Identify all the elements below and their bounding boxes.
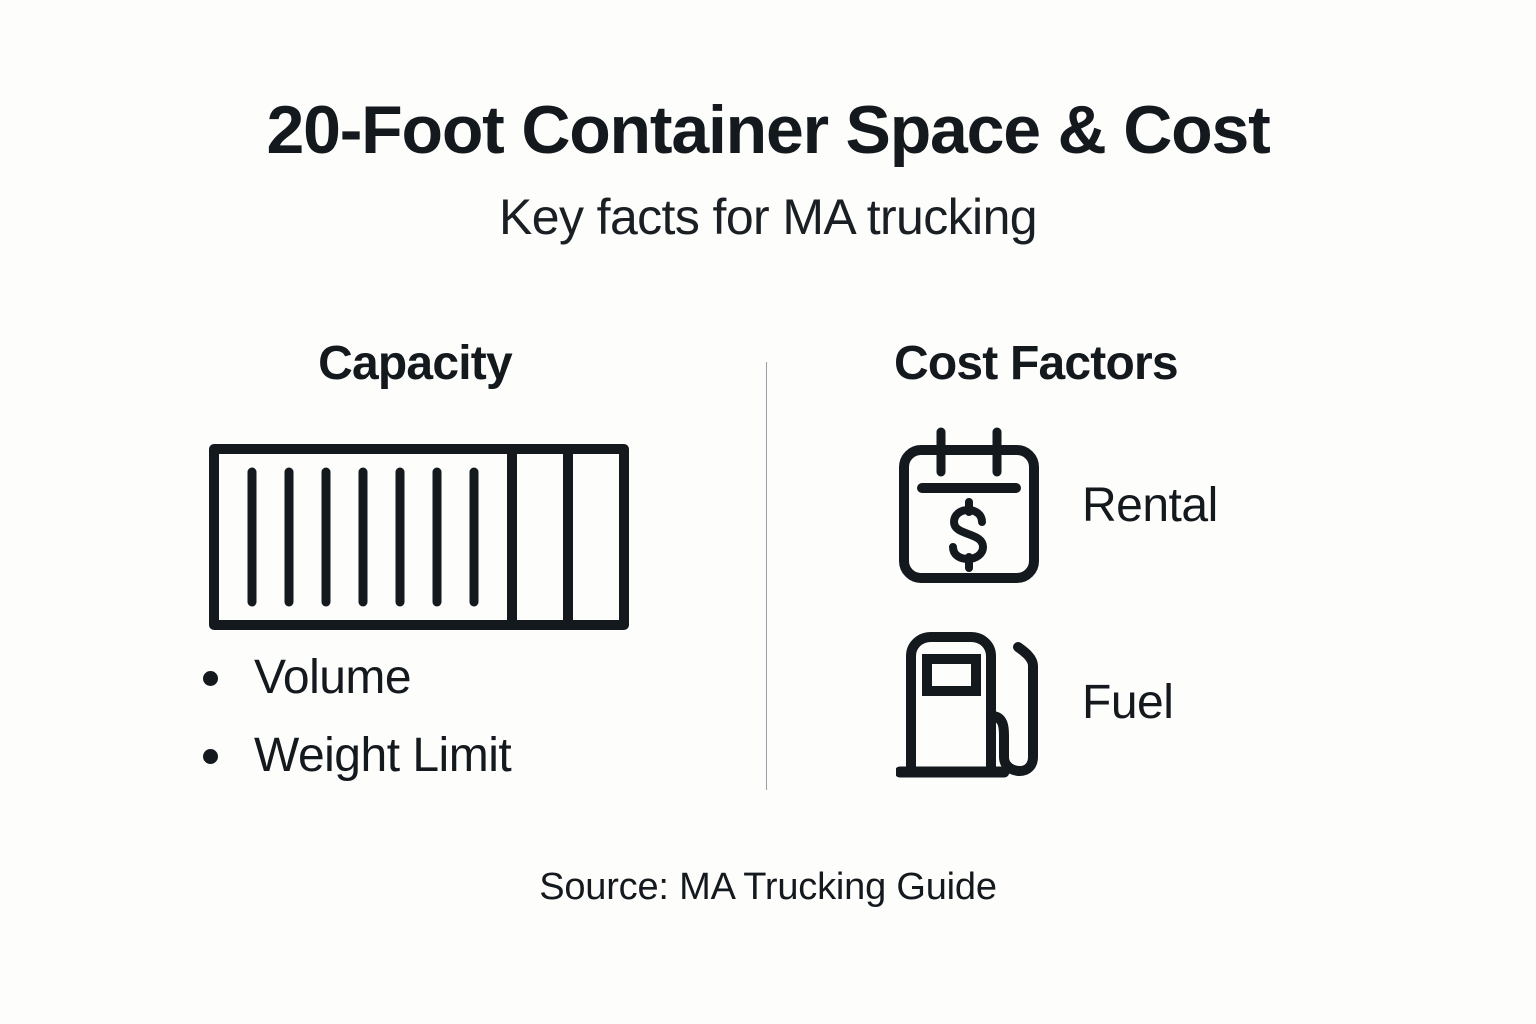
cost-factor-label-rental: Rental (1082, 479, 1218, 532)
calendar-dollar-icon (894, 426, 1044, 586)
page-subtitle: Key facts for MA trucking (499, 189, 1038, 246)
column-cost-factors: Cost Factors (880, 336, 1480, 778)
column-heading-capacity: Capacity (318, 337, 512, 390)
list-item: Volume (203, 654, 511, 702)
footer: Source: MA Trucking Guide (0, 866, 1536, 909)
cost-factor-label-fuel: Fuel (1082, 676, 1174, 729)
column-divider (766, 362, 767, 790)
bullet-dot-icon (203, 670, 218, 686)
source-attribution: Source: MA Trucking Guide (539, 866, 997, 908)
header: 20-Foot Container Space & Cost Key facts… (0, 92, 1536, 246)
columns-area: Capacity (0, 336, 1536, 806)
list-item: Weight Limit (203, 729, 512, 782)
fuel-pump-icon (894, 624, 1044, 782)
bullet-dot-icon (203, 748, 218, 764)
column-heading-cost-factors: Cost Factors (894, 337, 1179, 390)
cost-factor-row-rental: Rental (894, 426, 1218, 586)
bullet-label: Volume (254, 651, 412, 704)
cost-factor-row-fuel: Fuel (894, 624, 1174, 782)
capacity-bullet-list: Volume Weight Limit (203, 654, 512, 810)
page-title: 20-Foot Container Space & Cost (266, 92, 1270, 168)
bullet-label: Weight Limit (254, 729, 512, 782)
shipping-container-icon (209, 444, 629, 635)
column-capacity: Capacity (195, 336, 755, 780)
